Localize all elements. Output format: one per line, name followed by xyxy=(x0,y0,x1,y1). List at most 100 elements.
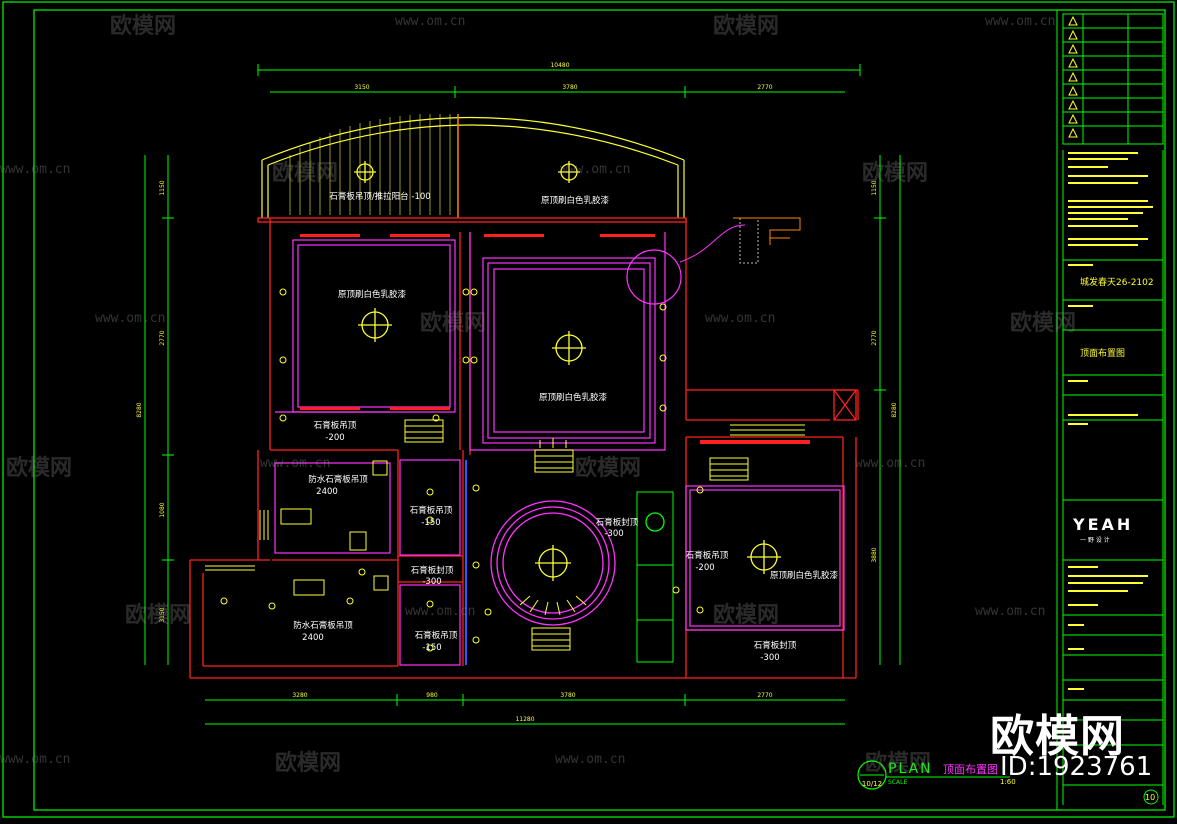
watermark-11: 欧模网 xyxy=(275,751,342,776)
label-balcony-right: 原顶刷白色乳胶漆 xyxy=(541,195,610,206)
label-room-right: 原顶刷白色乳胶漆 xyxy=(770,570,839,581)
dim-bottom-seg3: 3780 xyxy=(560,692,575,699)
detail-callout-circle xyxy=(626,249,682,305)
watermark-url-6: www.om.cn xyxy=(705,311,776,326)
watermark-url-11: www.om.cn xyxy=(0,752,71,767)
round-ceiling xyxy=(490,500,616,626)
revision-triangles xyxy=(1068,15,1078,138)
balcony-arc xyxy=(261,116,685,218)
label-waterproof-2: 防水石膏板吊顶 xyxy=(293,620,353,631)
plan-title-en: PLAN xyxy=(888,761,933,777)
plan-title: 10/12 PLAN 顶面布置图 SCALE 1:60 xyxy=(857,760,1016,790)
label-gypsum-1: 石膏板吊顶 xyxy=(314,420,357,431)
watermark-6: 欧模网 xyxy=(1010,311,1077,336)
dim-left-seg4: 3150 xyxy=(159,607,166,622)
section-detail xyxy=(733,217,801,264)
label-waterproof-1-level: 2400 xyxy=(316,487,338,497)
watermark-url-4: www.om.cn xyxy=(560,162,631,177)
watermark-10: 欧模网 xyxy=(713,603,780,628)
label-corridor-1-level: -150 xyxy=(421,518,440,528)
room-labels: 石膏板吊顶/推拉阳台 -100 原顶刷白色乳胶漆 原顶刷白色乳胶漆 原顶刷白色乳… xyxy=(293,191,838,663)
downlights xyxy=(220,288,704,652)
label-room-right-bottom-level: -300 xyxy=(760,653,779,663)
label-room-right-left-level: -200 xyxy=(695,563,714,573)
dim-left-seg3: 1080 xyxy=(159,502,166,517)
watermark-url-9: www.om.cn xyxy=(405,604,476,619)
label-corridor-1: 石膏板吊顶 xyxy=(410,505,453,516)
dim-left-seg1: 1150 xyxy=(159,180,166,195)
dimension-texts: 10480 3150 3780 2770 3280 980 3780 2770 … xyxy=(136,62,898,723)
watermark-5: 欧模网 xyxy=(420,311,487,336)
watermark-1: 欧模网 xyxy=(110,14,177,39)
firm-logo: YEAH xyxy=(1072,515,1133,534)
watermark-7: 欧模网 xyxy=(6,456,73,481)
sheet-number-circle xyxy=(1143,789,1159,805)
drawing-name: 顶面布置图 xyxy=(1080,347,1125,359)
label-room-right-bottom: 石膏板封顶 xyxy=(754,640,797,651)
watermark-8: 欧模网 xyxy=(575,456,642,481)
watermark-url-5: www.om.cn xyxy=(95,311,166,326)
plan-title-cn: 顶面布置图 xyxy=(943,763,998,776)
dim-right-total: 8280 xyxy=(891,402,898,417)
watermark-url-12: www.om.cn xyxy=(555,752,626,767)
brand-watermark: 欧模网 xyxy=(990,711,1125,762)
label-corridor-3: 石膏板吊顶 xyxy=(415,630,458,641)
dim-right-seg2: 2770 xyxy=(871,330,878,345)
spot-arrows xyxy=(519,438,587,616)
label-corridor-2-level: -300 xyxy=(422,577,441,587)
hallway-strip xyxy=(636,491,674,663)
detail-leader xyxy=(679,224,746,263)
watermark-url-10: www.om.cn xyxy=(975,604,1046,619)
label-room-right-left: 石膏板吊顶 xyxy=(686,550,729,561)
fan-vents xyxy=(280,419,805,651)
plan-number: 10/12 xyxy=(862,780,882,788)
brand-id: ID:1923761 xyxy=(1000,752,1153,782)
label-room-topcenter: 原顶刷白色乳胶漆 xyxy=(539,392,608,403)
plan-scale-label: SCALE xyxy=(888,779,907,786)
dim-bottom-seg4: 2770 xyxy=(757,692,772,699)
label-circle-level: -300 xyxy=(604,529,623,539)
watermark-2: 欧模网 xyxy=(713,14,780,39)
watermark-9: 欧模网 xyxy=(125,603,192,628)
firm-subtitle: 一 野 设 计 xyxy=(1080,536,1110,544)
dim-left-total: 8280 xyxy=(136,402,143,417)
plan-scale-value: 1:60 xyxy=(1000,778,1016,786)
sheet-number: 10 xyxy=(1145,793,1155,802)
dim-top-seg2: 3780 xyxy=(562,84,577,91)
watermark-url-2: www.om.cn xyxy=(985,14,1056,29)
watermark-url-8: www.om.cn xyxy=(855,456,926,471)
dim-right-seg3: 3880 xyxy=(871,547,878,562)
dim-bottom-seg1: 3280 xyxy=(292,692,307,699)
label-room-topleft: 原顶刷白色乳胶漆 xyxy=(338,289,407,300)
label-circle: 石膏板封顶 xyxy=(596,517,639,528)
title-block xyxy=(1056,9,1166,811)
window-marks xyxy=(205,510,269,571)
label-waterproof-1: 防水石膏板吊顶 xyxy=(308,474,368,485)
dim-bottom-total: 11280 xyxy=(515,716,534,723)
dim-top-seg1: 3150 xyxy=(354,84,369,91)
watermark-3: 欧模网 xyxy=(272,161,339,186)
watermark-url-1: www.om.cn xyxy=(395,14,466,29)
watermark-12: 欧模网 xyxy=(865,751,932,776)
label-corridor-2: 石膏板封顶 xyxy=(411,565,454,576)
dim-top-seg3: 2770 xyxy=(757,84,772,91)
dim-top-total: 10480 xyxy=(550,62,569,69)
dim-right-seg1: 1150 xyxy=(871,180,878,195)
balcony-hatch xyxy=(289,114,451,215)
plan-title-circle xyxy=(857,760,887,790)
label-corridor-3-level: -150 xyxy=(422,643,441,653)
watermark-url-7: www.om.cn xyxy=(260,456,331,471)
watermark-4: 欧模网 xyxy=(862,161,929,186)
title-block-notes xyxy=(1068,152,1153,690)
label-balcony-left: 石膏板吊顶/推拉阳台 -100 xyxy=(329,191,430,202)
inner-frame xyxy=(33,9,1166,811)
dim-left-seg2: 2770 xyxy=(159,330,166,345)
main-lamps xyxy=(354,161,781,581)
label-waterproof-2-level: 2400 xyxy=(302,633,324,643)
project-name: 城发春天26-2102 xyxy=(1080,276,1154,288)
cornice-strips xyxy=(300,234,810,444)
dimension-lines xyxy=(144,64,901,725)
